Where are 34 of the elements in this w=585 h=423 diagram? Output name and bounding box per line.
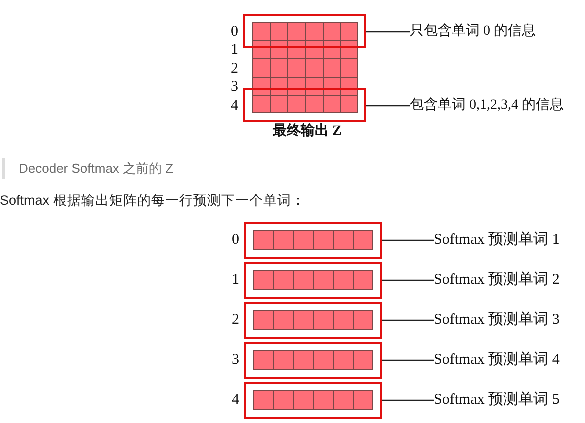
blockquote-text: Decoder Softmax 之前的 Z bbox=[2, 158, 174, 179]
leader-line bbox=[382, 360, 434, 362]
leader-line bbox=[366, 31, 410, 33]
highlight-frame bbox=[244, 302, 382, 339]
row-index: 1 bbox=[232, 271, 240, 289]
leader-line bbox=[382, 240, 434, 242]
leader-line bbox=[366, 105, 410, 107]
row-index: 3 bbox=[232, 351, 240, 369]
row-index: 4 bbox=[232, 391, 240, 409]
highlight-frame bbox=[244, 382, 382, 419]
annotation-text: Softmax 预测单词 5 bbox=[434, 390, 560, 411]
leader-line bbox=[382, 400, 434, 402]
row-index: 1 bbox=[231, 41, 238, 59]
annotation-text: Softmax 预测单词 2 bbox=[434, 270, 560, 291]
row-index: 2 bbox=[231, 60, 238, 78]
highlight-frame bbox=[243, 88, 366, 122]
annotation-text: Softmax 预测单词 4 bbox=[434, 350, 560, 371]
highlight-frame bbox=[243, 14, 366, 48]
figure-caption: 最终输出 Z bbox=[273, 124, 342, 140]
highlight-frame bbox=[244, 262, 382, 299]
row-index: 2 bbox=[232, 311, 240, 329]
row-index: 3 bbox=[231, 78, 238, 96]
annotation-text: Softmax 预测单词 1 bbox=[434, 230, 560, 251]
annotation-text: 只包含单词 0 的信息 bbox=[410, 22, 536, 42]
row-index: 0 bbox=[232, 231, 240, 249]
row-index: 0 bbox=[231, 23, 238, 41]
highlight-frame bbox=[244, 222, 382, 259]
body-text: Softmax 根据输出矩阵的每一行预测下一个单词： bbox=[0, 192, 306, 210]
annotation-text: 包含单词 0,1,2,3,4 的信息 bbox=[410, 96, 564, 116]
leader-line bbox=[382, 320, 434, 322]
leader-line bbox=[382, 280, 434, 282]
row-index: 4 bbox=[231, 97, 238, 115]
highlight-frame bbox=[244, 342, 382, 379]
annotation-text: Softmax 预测单词 3 bbox=[434, 310, 560, 331]
